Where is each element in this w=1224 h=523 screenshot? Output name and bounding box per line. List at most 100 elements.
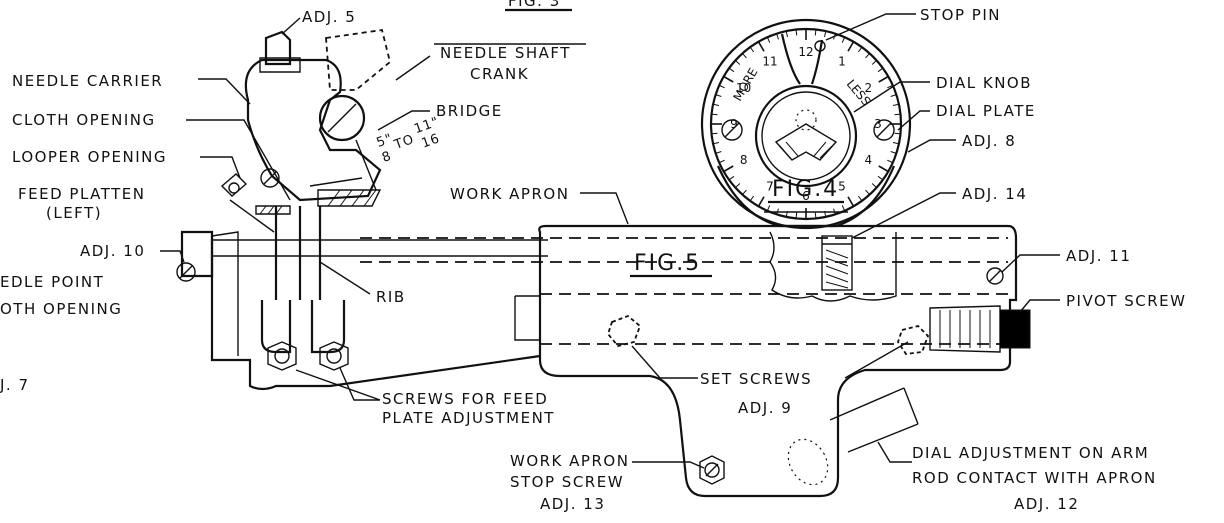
label-adj5: ADJ. 5: [302, 8, 356, 26]
dial-tick: [894, 132, 901, 135]
label-bridge: BRIDGE: [436, 102, 503, 120]
dim-a: 5": [375, 131, 395, 151]
fig3-label: FIG. 3: [508, 0, 561, 10]
dial-tick: [814, 212, 817, 219]
dial-tick: [795, 29, 798, 36]
dial-more-label: MORE: [730, 66, 760, 104]
dial-tick: [890, 94, 897, 97]
dial-number: 8: [740, 153, 748, 167]
dial-tick: [749, 46, 755, 53]
label-work-apron-stop-1: WORK APRON: [510, 452, 629, 470]
dial-tick: [712, 142, 720, 145]
dial-tick: [723, 165, 734, 173]
label-pivot-screw: PIVOT SCREW: [1066, 292, 1186, 310]
fig4-label: FIG.4: [772, 177, 839, 202]
label-needle-carrier: NEEDLE CARRIER: [12, 72, 163, 90]
work-apron-body: [360, 224, 1031, 498]
dial-tick: [712, 103, 720, 106]
dial-tick: [719, 159, 725, 164]
dial-number: 12: [798, 45, 813, 59]
label-feed-platten-1: FEED PLATTEN: [18, 185, 146, 203]
dial-tick: [742, 53, 747, 59]
label-work-apron-stop-2: STOP SCREW: [510, 473, 624, 491]
dial-tick: [728, 175, 735, 181]
label-adj9: ADJ. 9: [738, 399, 792, 417]
dial-tick: [711, 113, 718, 116]
dial-tick: [735, 183, 741, 188]
dial-tick: [735, 60, 741, 65]
label-screws-feed-1: SCREWS FOR FEED: [382, 390, 548, 408]
dial-tick: [757, 196, 765, 207]
dial-tick: [892, 142, 900, 145]
label-feed-platten-2: (LEFT): [46, 204, 102, 222]
dial-tick: [857, 46, 863, 53]
dial-tick: [795, 212, 798, 219]
dial-tick: [757, 41, 765, 52]
dial-tick: [719, 84, 725, 89]
dial-tick: [871, 60, 877, 65]
dial-tick: [785, 30, 788, 38]
label-adj8: ADJ. 8: [962, 132, 1016, 150]
dial-tick: [894, 113, 901, 116]
dim-b: 8: [380, 149, 394, 166]
dim-d: 16: [420, 131, 443, 151]
label-stop-pin: STOP PIN: [920, 6, 1001, 24]
label-needle-point-2: OTH OPENING: [0, 300, 122, 318]
label-needle-shaft-crank-1: NEEDLE SHAFT: [440, 44, 571, 62]
label-dial-adj-2: ROD CONTACT WITH APRON: [912, 469, 1157, 487]
dial-tick: [865, 53, 870, 59]
dial-tick: [878, 165, 889, 173]
dial-tick: [715, 151, 722, 154]
label-dial-plate: DIAL PLATE: [936, 102, 1036, 120]
dial-number: 4: [865, 153, 873, 167]
dial-tick: [728, 67, 735, 73]
leader-lines: [160, 13, 1060, 469]
label-adj10: ADJ. 10: [80, 242, 145, 260]
dial-tick: [715, 94, 722, 97]
label-set-screws: SET SCREWS: [700, 370, 812, 388]
dial-tick: [887, 84, 893, 89]
dim-to: TO: [391, 132, 416, 153]
dial-number: 1: [838, 55, 846, 69]
label-dial-knob: DIAL KNOB: [936, 74, 1032, 92]
dial-tick: [841, 37, 846, 43]
dial-number: 7: [766, 179, 774, 193]
dial-tick: [766, 205, 771, 211]
needle-mechanism: [176, 28, 548, 391]
label-adj13: ADJ. 13: [540, 495, 605, 513]
dial-tick: [841, 205, 846, 211]
dial-number: 5: [838, 179, 846, 193]
dial-number: 2: [865, 81, 873, 95]
dial-number: 10: [736, 81, 751, 95]
label-looper-opening: LOOPER OPENING: [12, 148, 167, 166]
dial-tick: [749, 195, 755, 202]
dial-tick: [723, 75, 734, 83]
dial-number: 11: [762, 55, 777, 69]
dial-number: 9: [730, 117, 738, 131]
label-adj12: ADJ. 12: [1014, 495, 1079, 513]
dial-tick: [711, 132, 718, 135]
dial-tick: [871, 183, 877, 188]
dial-number: 6: [802, 189, 810, 203]
label-screws-feed-2: PLATE ADJUSTMENT: [382, 409, 555, 427]
dial-number: 3: [874, 117, 882, 131]
dial-tick: [766, 37, 771, 43]
bridge-dimension: 5" 8 TO 11" 16: [375, 114, 443, 166]
fig5-label: FIG.5: [634, 251, 701, 276]
dial-ticks: [711, 29, 901, 219]
dial-tick: [887, 159, 893, 164]
dial-tick: [877, 175, 884, 181]
dial-tick: [857, 195, 863, 202]
dial-tick: [892, 103, 900, 106]
label-dial-adj-1: DIAL ADJUSTMENT ON ARM: [912, 444, 1149, 462]
dial-tick: [847, 41, 855, 52]
dial-tick: [824, 30, 827, 38]
label-adj11: ADJ. 11: [1066, 247, 1131, 265]
label-needle-point-1: EDLE POINT: [0, 273, 104, 291]
dial-tick: [847, 196, 855, 207]
dial-tick: [776, 33, 779, 40]
